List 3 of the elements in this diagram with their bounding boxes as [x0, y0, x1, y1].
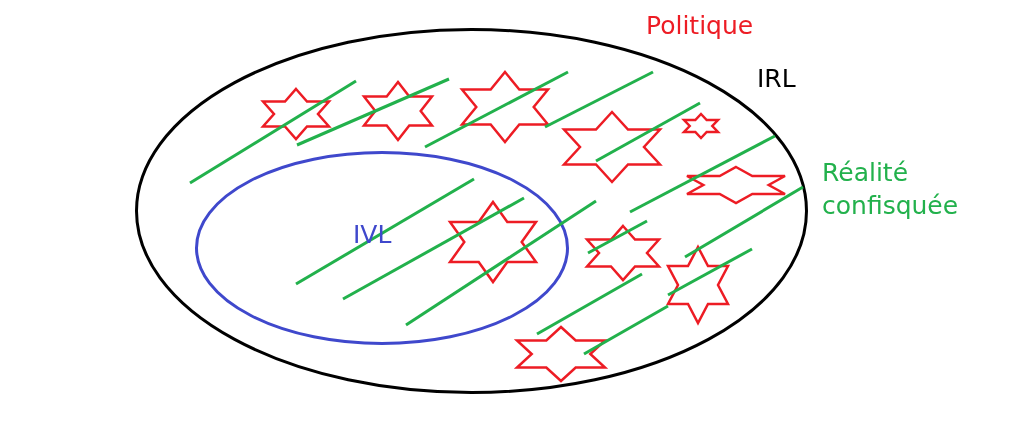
annotation-text: Réalité confisquée — [822, 157, 960, 222]
annotation-text: Politique — [646, 10, 754, 42]
set-label: IRL — [757, 64, 796, 94]
